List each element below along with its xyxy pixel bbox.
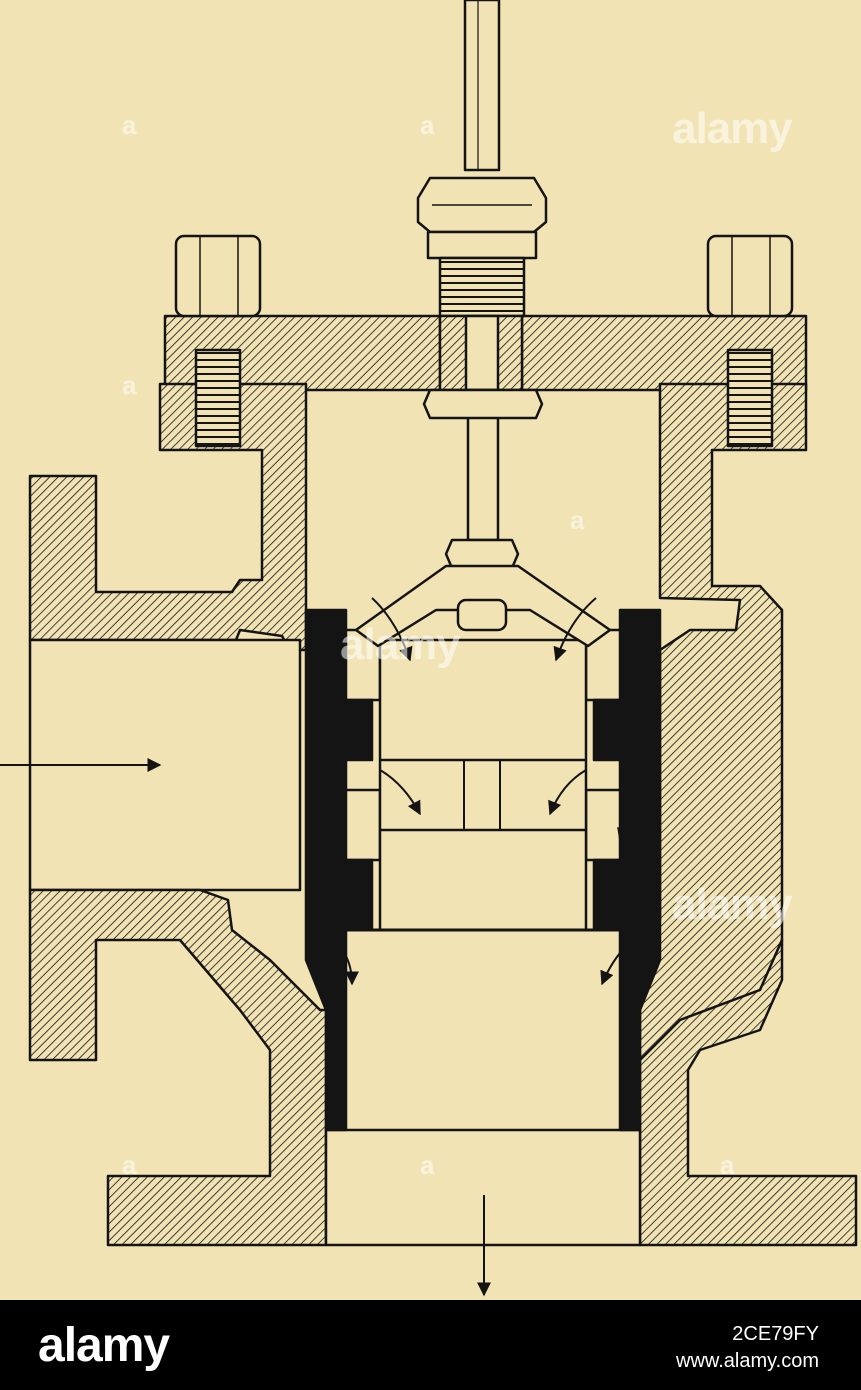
cage-liner-left xyxy=(304,608,348,1132)
valve-cross-section-diagram xyxy=(0,0,858,1297)
valve-plug xyxy=(378,638,588,932)
valve-stem-upper xyxy=(463,0,501,172)
yoke-nut xyxy=(444,538,520,570)
piston-ring-lower-right xyxy=(584,788,622,862)
stem-lock-nut xyxy=(422,388,544,420)
body-lower-right xyxy=(638,938,858,1247)
gland-body xyxy=(426,230,538,260)
diagram-canvas: alamy alamy alamy a a a a a a a xyxy=(0,0,861,1300)
stock-footer-bar: alamy 2CE79FY www.alamy.com xyxy=(0,1300,861,1390)
cage-liner-right xyxy=(618,608,662,1132)
body-lower-left xyxy=(28,888,328,1247)
image-id-label: 2CE79FY xyxy=(732,1323,819,1345)
site-url-label: www.alamy.com xyxy=(676,1350,819,1372)
body-top-flange-left xyxy=(28,382,308,652)
inlet-port xyxy=(28,638,302,892)
brand-logo: alamy xyxy=(38,1319,170,1372)
flow-arrows xyxy=(0,597,639,1297)
left-bolt-head xyxy=(174,234,262,318)
gland-threads xyxy=(438,256,526,318)
right-bolt-head xyxy=(706,234,794,318)
piston-ring-lower-left xyxy=(344,788,382,862)
